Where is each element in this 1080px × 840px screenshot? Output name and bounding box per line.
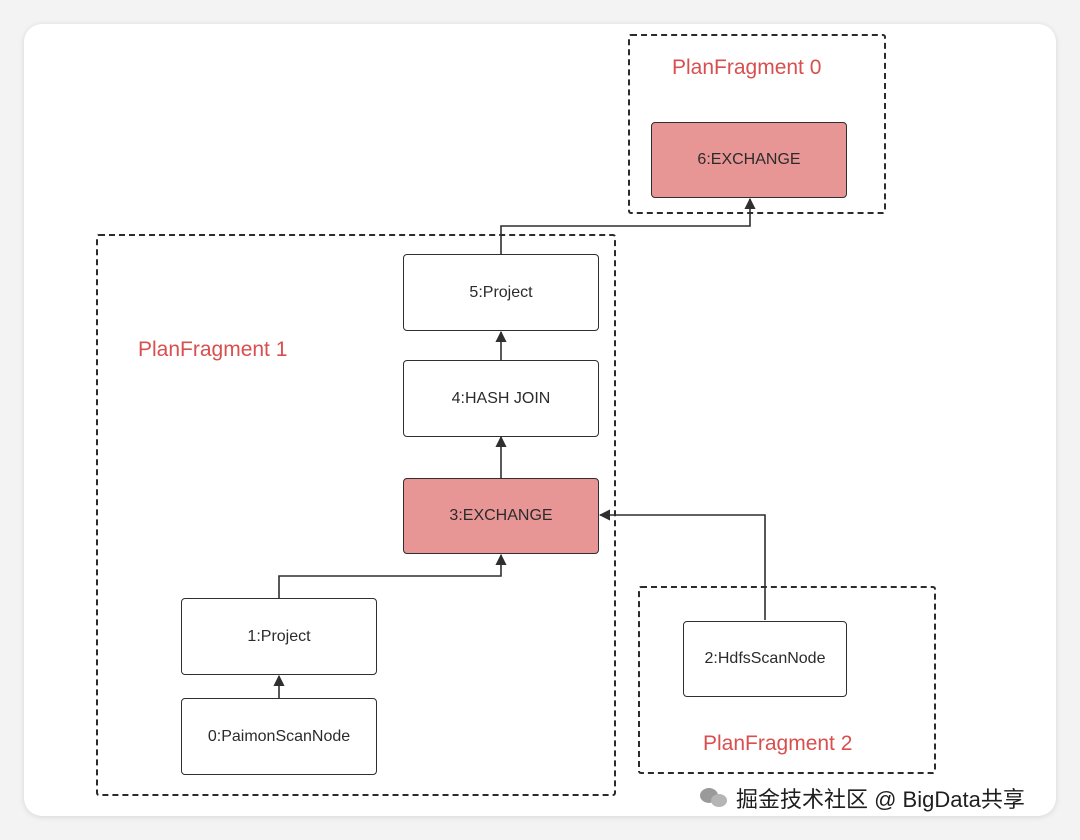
node-1-project: 1:Project (181, 598, 377, 675)
wechat-icon (700, 786, 728, 810)
node-3-exchange: 3:EXCHANGE (403, 478, 599, 554)
node-6-exchange: 6:EXCHANGE (651, 122, 847, 198)
plan-fragment-1-label: PlanFragment 1 (138, 338, 288, 361)
watermark-text: 掘金技术社区 @ BigData共享 (736, 787, 1025, 812)
node-0-paimon-scan: 0:PaimonScanNode (181, 698, 377, 775)
node-4-hash-join: 4:HASH JOIN (403, 360, 599, 437)
node-5-project: 5:Project (403, 254, 599, 331)
plan-fragment-0 (628, 34, 886, 214)
node-2-hdfs-scan: 2:HdfsScanNode (683, 621, 847, 697)
plan-fragment-0-label: PlanFragment 0 (672, 56, 822, 79)
watermark: 掘金技术社区 @ BigData共享 (700, 782, 1025, 814)
plan-fragment-2 (638, 586, 936, 774)
plan-fragment-2-label: PlanFragment 2 (703, 732, 853, 755)
